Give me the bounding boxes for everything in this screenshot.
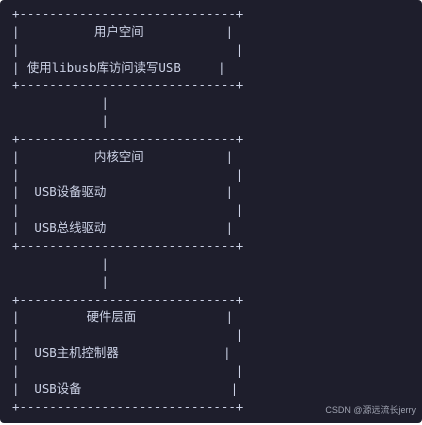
user-space-blank-row: | | xyxy=(12,41,244,57)
hardware-blank-row: | | xyxy=(12,327,244,343)
hardware-blank-row: | | xyxy=(12,362,244,378)
usb-bus-driver-row: | USB总线驱动 | xyxy=(12,220,234,236)
csdn-watermark: CSDN @源远流长jerry xyxy=(325,405,416,415)
kernel-space-blank-row: | | xyxy=(12,166,244,182)
connector-line: | xyxy=(12,113,109,129)
hardware-title: | 硬件层面 | xyxy=(12,309,234,325)
ascii-diagram: +-----------------------------+ | 用户空间 | |… xyxy=(12,5,243,415)
hardware-box-top-border: +-----------------------------+ xyxy=(12,291,244,307)
connector-line: | xyxy=(12,273,109,289)
connector-line: | xyxy=(12,95,109,111)
kernel-space-title: | 内核空间 | xyxy=(12,148,234,164)
hardware-box-bottom-border: +-----------------------------+ xyxy=(12,398,244,414)
user-space-box-top-border: +-----------------------------+ xyxy=(12,6,244,21)
user-space-title: | 用户空间 | xyxy=(12,23,234,39)
usb-device-driver-row: | USB设备驱动 | xyxy=(12,184,234,200)
usb-device-row: | USB设备 | xyxy=(12,380,239,396)
connector-line: | xyxy=(12,255,109,271)
user-space-box-bottom-border: +-----------------------------+ xyxy=(12,77,244,93)
kernel-space-blank-row: | | xyxy=(12,202,244,218)
user-space-libusb-row: | 使用libusb库访问读写USB | xyxy=(12,59,226,75)
usb-host-controller-row: | USB主机控制器 | xyxy=(12,345,231,361)
kernel-space-box-top-border: +-----------------------------+ xyxy=(12,130,244,146)
kernel-space-box-bottom-border: +-----------------------------+ xyxy=(12,237,244,253)
